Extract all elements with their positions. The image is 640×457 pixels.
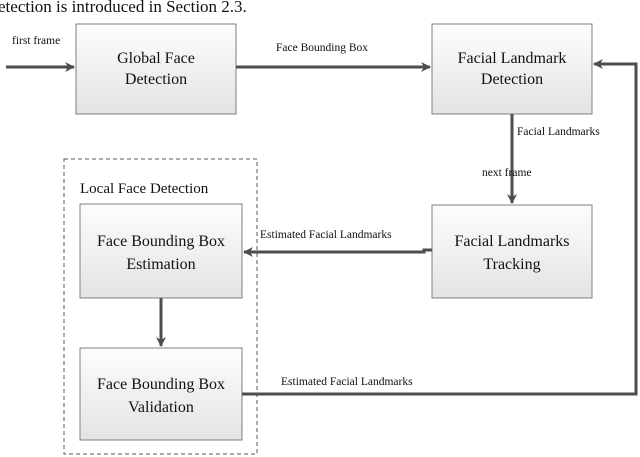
bbox-validation-line1: Face Bounding Box — [97, 376, 225, 393]
facial-landmark-detection-box: Facial Landmark Detection — [431, 23, 593, 115]
feedback-loop-arrow — [242, 59, 638, 396]
local-face-detection-group — [63, 158, 258, 455]
next-frame-label: next frame — [482, 167, 532, 179]
bbox-estimation-line1: Face Bounding Box — [97, 233, 225, 250]
caption-fragment: etection is introduced in Section 2.3. — [0, 0, 247, 16]
global-face-detection-box: Global Face Detection — [75, 23, 237, 115]
bbox-validation-line2: Validation — [128, 399, 194, 416]
facial-landmarks-label: Facial Landmarks — [517, 126, 600, 138]
facial-landmarks-tracking-box: Facial Landmarks Tracking — [431, 204, 593, 299]
facial-landmark-detection-line1: Facial Landmark — [458, 50, 567, 67]
global-face-detection-line1: Global Face — [117, 50, 195, 67]
facial-landmarks-tracking-line1: Facial Landmarks — [454, 233, 569, 250]
bbox-estimation-line2: Estimation — [126, 256, 195, 273]
face-bounding-box-label: Face Bounding Box — [276, 42, 368, 54]
estimated-landmarks-bottom-label: Estimated Facial Landmarks — [281, 376, 413, 388]
facial-landmark-detection-line2: Detection — [481, 71, 543, 88]
global-face-detection-line2: Detection — [125, 71, 187, 88]
local-face-detection-title: Local Face Detection — [80, 181, 209, 197]
estimated-landmarks-top-label: Estimated Facial Landmarks — [260, 229, 392, 241]
bbox-validation-box: Face Bounding Box Validation — [79, 347, 243, 441]
bbox-estimation-box: Face Bounding Box Estimation — [79, 203, 243, 299]
facial-landmarks-tracking-line2: Tracking — [483, 256, 540, 273]
first-frame-label: first frame — [12, 35, 60, 47]
estimated-landmarks-top-arrow — [243, 247, 432, 257]
